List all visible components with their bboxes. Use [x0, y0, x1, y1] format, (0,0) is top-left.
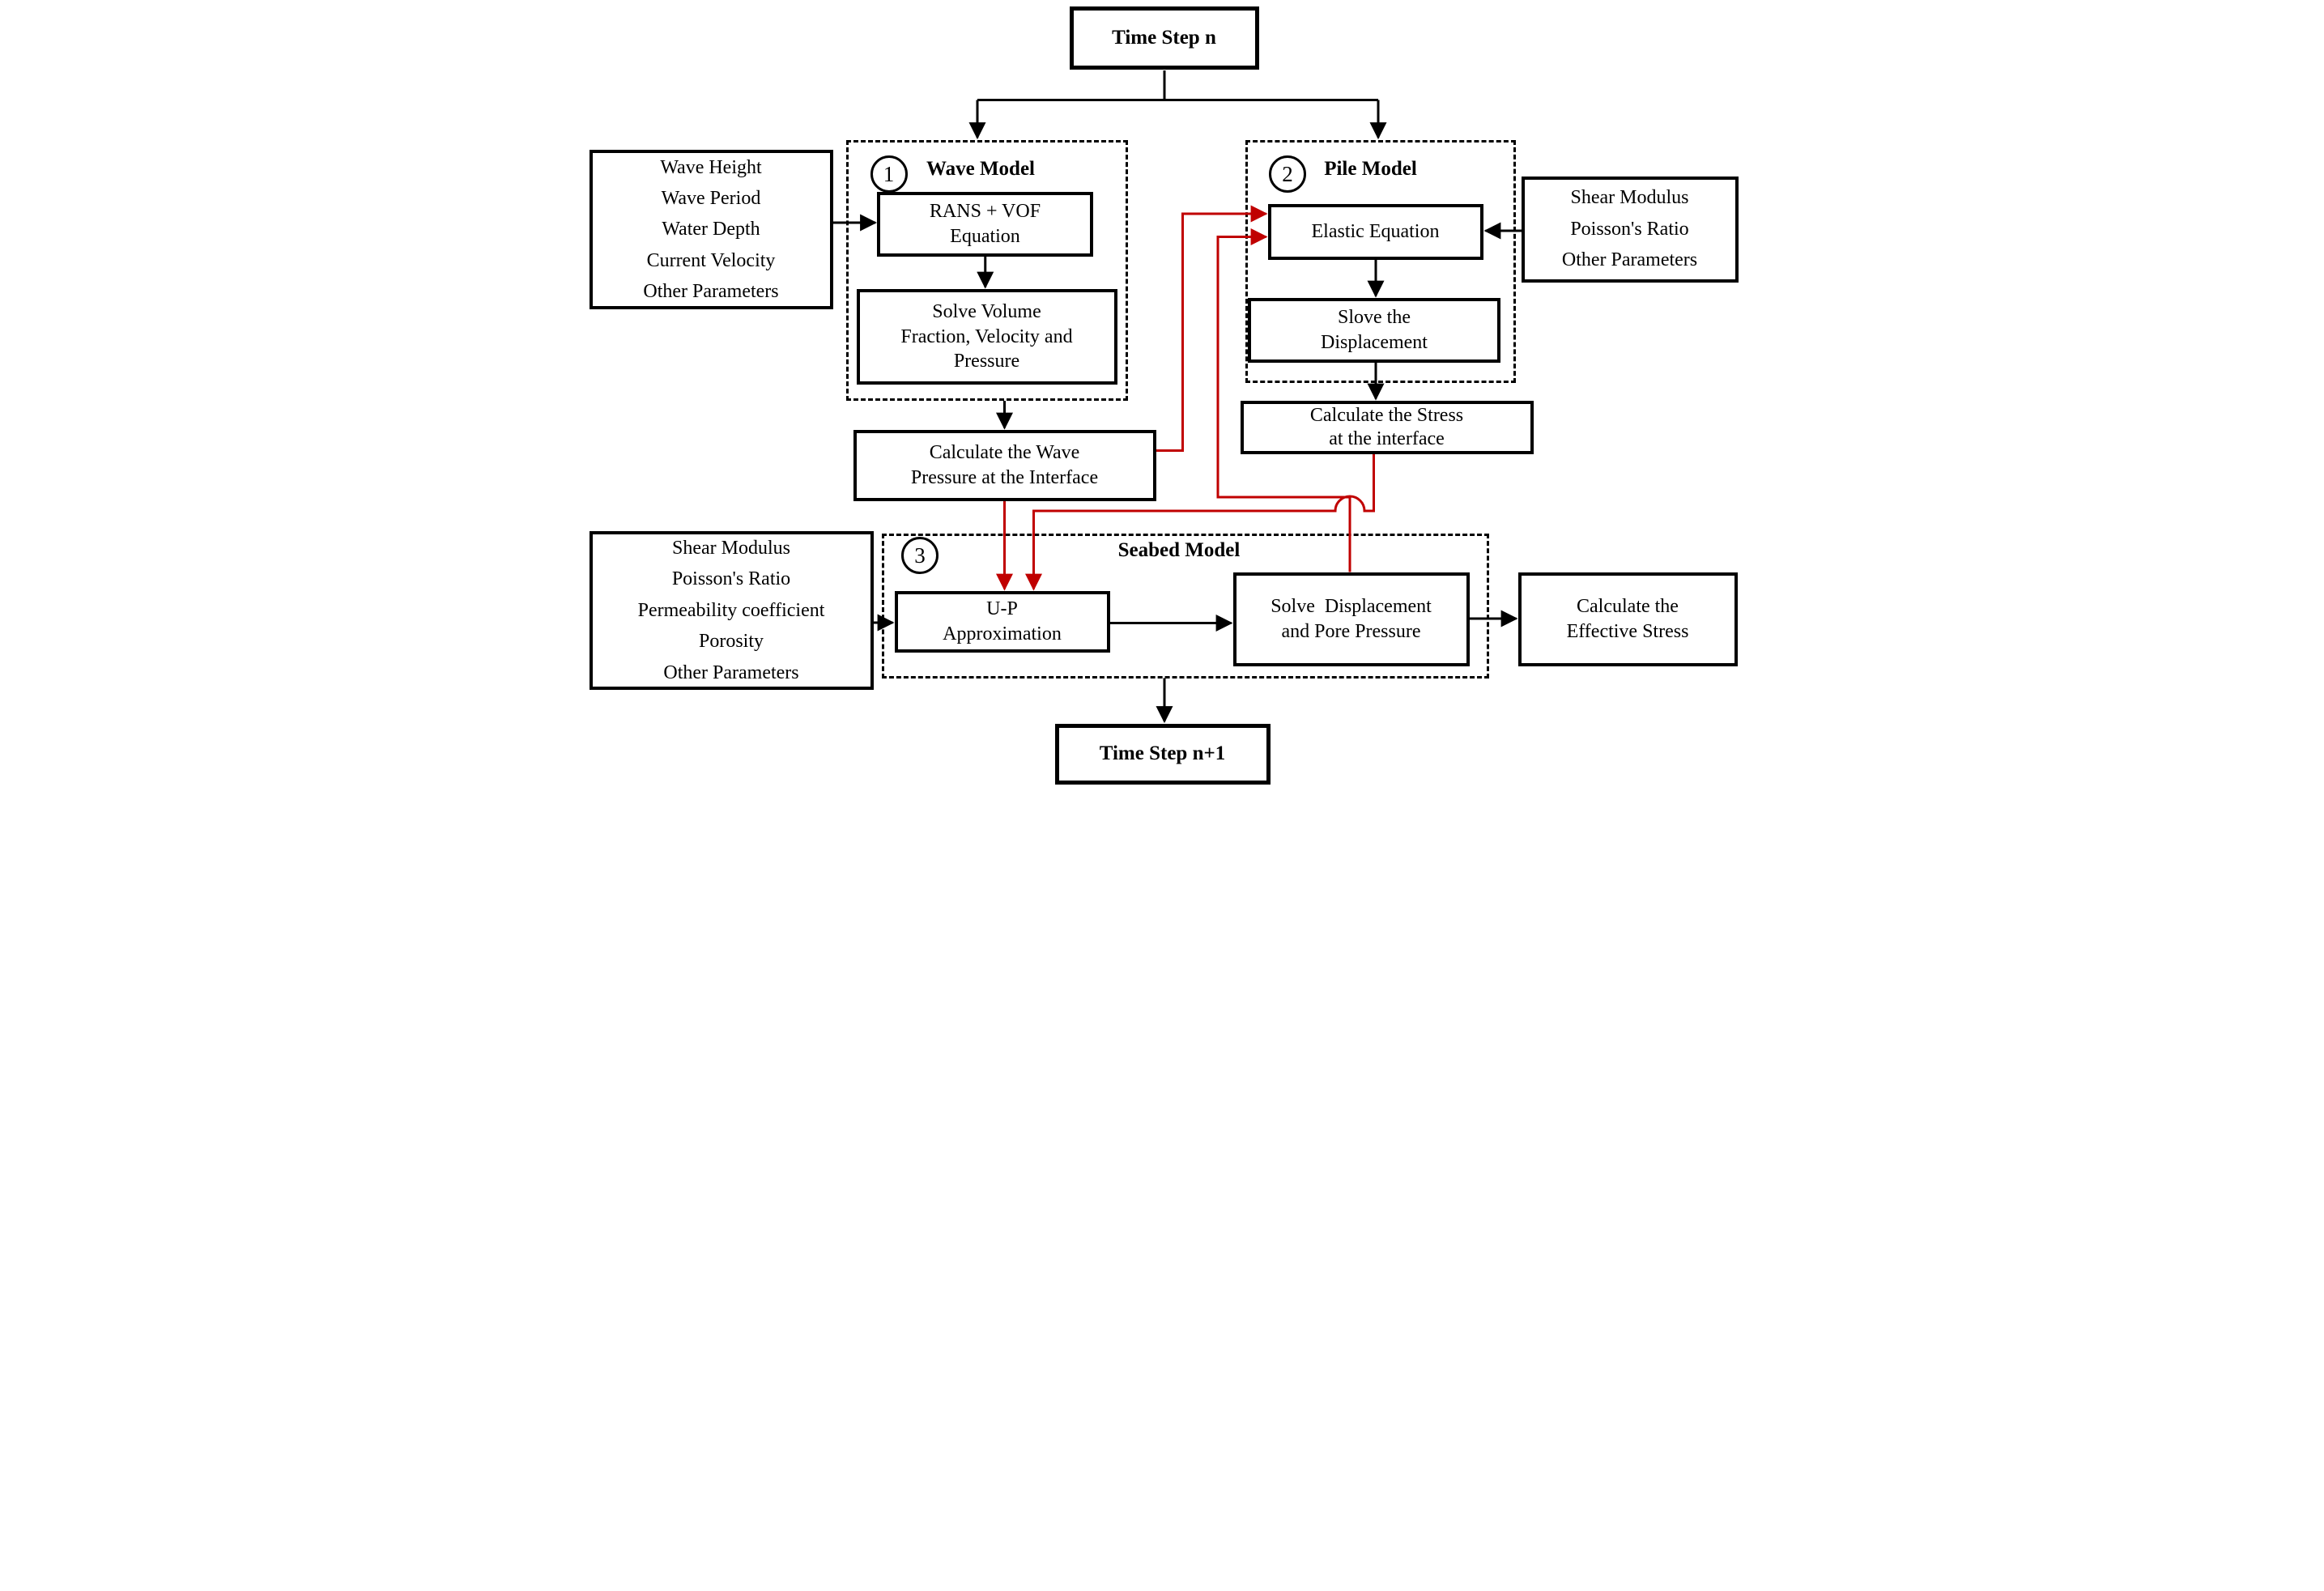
node-solve-volume: Solve Volume Fraction, Velocity and Pres… — [856, 289, 1117, 385]
node-solve-disp-pore: Solve Displacement and Pore Pressure — [1232, 572, 1470, 666]
feedback-wavepressure-to-elastic — [1156, 205, 1268, 452]
node-stress-interface: Calculate the Stress at the interface — [1240, 401, 1534, 454]
node-wave-pressure: Calculate the Wave Pressure at the Inter… — [853, 430, 1156, 501]
label-wave-model-title: Wave Model — [926, 158, 1035, 180]
node-wave-inputs: Wave Height Wave Period Water Depth Curr… — [589, 150, 833, 309]
badge-pile-number: 2 — [1282, 161, 1293, 186]
node-elastic-equation: Elastic Equation — [1267, 204, 1483, 260]
label-pile-model-title: Pile Model — [1324, 158, 1417, 180]
node-slove-displacement: Slove the Displacement — [1248, 298, 1500, 363]
node-up-approximation: U-P Approximation — [894, 591, 1110, 653]
badge-wave-number: 1 — [883, 161, 895, 186]
node-effective-stress: Calculate the Effective Stress — [1517, 572, 1738, 666]
node-pile-inputs: Shear Modulus Poisson's Ratio Other Para… — [1521, 176, 1739, 283]
badge-pile-model: 2 — [1269, 155, 1306, 193]
badge-wave-model: 1 — [870, 155, 908, 193]
badge-seabed-model: 3 — [901, 537, 939, 574]
node-time-step-n1: Time Step n+1 — [1054, 723, 1271, 785]
node-seabed-inputs: Shear Modulus Poisson's Ratio Permeabili… — [589, 531, 874, 690]
flowchart-canvas: 1 Wave Model 2 Pile Model 3 Seabed Model… — [581, 0, 1743, 796]
node-rans-vof: RANS + VOF Equation — [877, 192, 1093, 257]
group-wave-model — [846, 139, 1128, 401]
badge-seabed-number: 3 — [914, 542, 926, 568]
group-pile-model — [1245, 139, 1516, 383]
feedback-solvedisp-to-elastic — [1216, 228, 1351, 572]
label-seabed-model-title: Seabed Model — [1117, 539, 1241, 561]
node-time-step-n: Time Step n — [1069, 6, 1259, 70]
group-seabed-model — [881, 533, 1489, 679]
connector-layer — [832, 70, 1522, 724]
connector-timestep-branch — [977, 70, 1378, 101]
